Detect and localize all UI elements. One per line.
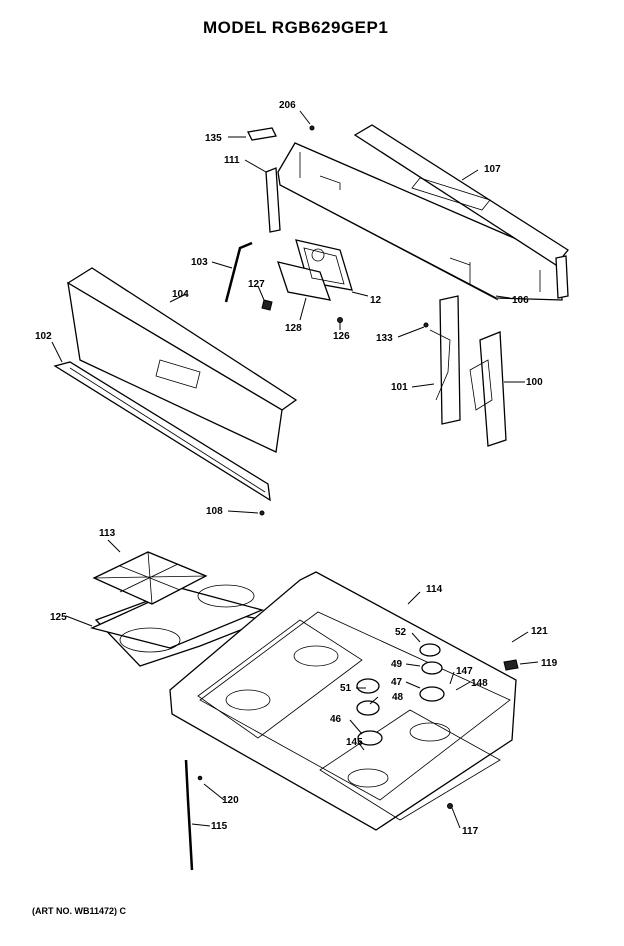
callout-47: 47 (391, 677, 403, 688)
control-panel-assembly (53, 267, 298, 516)
callout-107: 107 (484, 164, 501, 175)
callout-52: 52 (395, 627, 407, 638)
callout-133: 133 (376, 333, 393, 344)
callout-119: 119 (541, 658, 558, 669)
callout-125: 125 (50, 612, 67, 623)
model-title: MODEL RGB629GEP1 (203, 18, 389, 37)
callout-145: 145 (346, 737, 363, 748)
callout-48: 48 (392, 692, 404, 703)
callout-108: 108 (206, 506, 223, 517)
grate-and-pans (90, 551, 269, 667)
callout-51: 51 (340, 683, 352, 694)
callout-104: 104 (172, 289, 189, 300)
callout-120: 120 (222, 795, 239, 806)
callout-115: 115 (211, 821, 228, 832)
callout-103: 103 (191, 257, 208, 268)
callout-12: 12 (370, 295, 382, 306)
callout-126: 126 (333, 331, 350, 342)
callout-121: 121 (531, 626, 548, 637)
callout-148: 148 (471, 678, 488, 689)
art-number: (ART NO. WB11472) C (32, 906, 127, 916)
callout-106: 106 (512, 295, 529, 306)
callout-113: 113 (99, 528, 116, 539)
callout-49: 49 (391, 659, 403, 670)
callout-127: 127 (248, 279, 265, 290)
callout-128: 128 (285, 323, 302, 334)
callout-147: 147 (456, 666, 473, 677)
callout-135: 135 (205, 133, 222, 144)
backsplash-assembly (224, 124, 569, 323)
callout-206: 206 (279, 100, 296, 111)
cooktop-assembly (169, 571, 519, 871)
callout-labels: 206 135 111 107 103 127 12 104 106 128 1… (35, 100, 558, 837)
callout-46: 46 (330, 714, 342, 725)
callout-101: 101 (391, 382, 408, 393)
callout-100: 100 (526, 377, 543, 388)
side-brackets (423, 295, 507, 447)
leader-lines (51, 110, 539, 829)
callout-102: 102 (35, 331, 52, 342)
callout-117: 117 (462, 826, 479, 837)
callout-114: 114 (426, 584, 443, 595)
callout-111: 111 (224, 155, 240, 166)
